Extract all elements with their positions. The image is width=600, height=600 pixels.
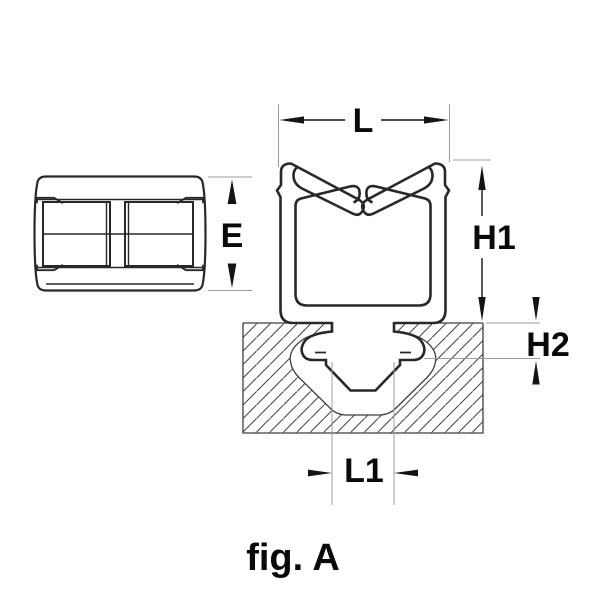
dimension-label-H1: H1 [472,219,515,257]
dimension-label-H2: H2 [526,326,569,364]
extension-lines [208,104,540,505]
arrowhead-L1-left [308,469,332,477]
arrowhead-H2-down [532,297,540,321]
dimensions [227,116,540,477]
anchor-keel-outline [300,322,426,392]
arrowhead-L-left [279,116,304,124]
dimension-labels: L E H1 H2 L1 fig. A [221,102,570,579]
side-view-right-panel [124,201,194,267]
arrowhead-L1-right [394,469,418,477]
arrowhead-H1-up [478,165,486,190]
side-view-panel-inner-edges [105,202,130,266]
figure-caption: fig. A [246,537,340,579]
dimension-label-L1: L1 [344,452,384,490]
anchor-keel-fill [301,322,425,391]
side-view-body-lines [37,198,203,285]
dimension-label-E: E [221,217,244,255]
ext-lines-H1 [453,159,540,324]
ext-lines-L1 [331,362,395,505]
arrowhead-E-up [227,179,237,204]
arrowhead-E-down [227,263,237,288]
front-view [242,162,484,434]
dimension-label-L: L [353,102,374,140]
arrowhead-L-right [424,116,449,124]
arrowhead-H2-up [532,361,540,385]
clip-outline-right [360,162,451,325]
side-view-left-panel [42,201,111,267]
ext-lines-E [208,176,252,291]
clip-cavity-outline [294,184,432,307]
side-view [33,175,207,292]
ext-lines-L [278,104,450,167]
side-view-corner-tabs [36,196,204,272]
side-view-outer-body [33,175,207,292]
base-cavity-outline [289,330,437,416]
arrowhead-H1-down [478,297,486,321]
